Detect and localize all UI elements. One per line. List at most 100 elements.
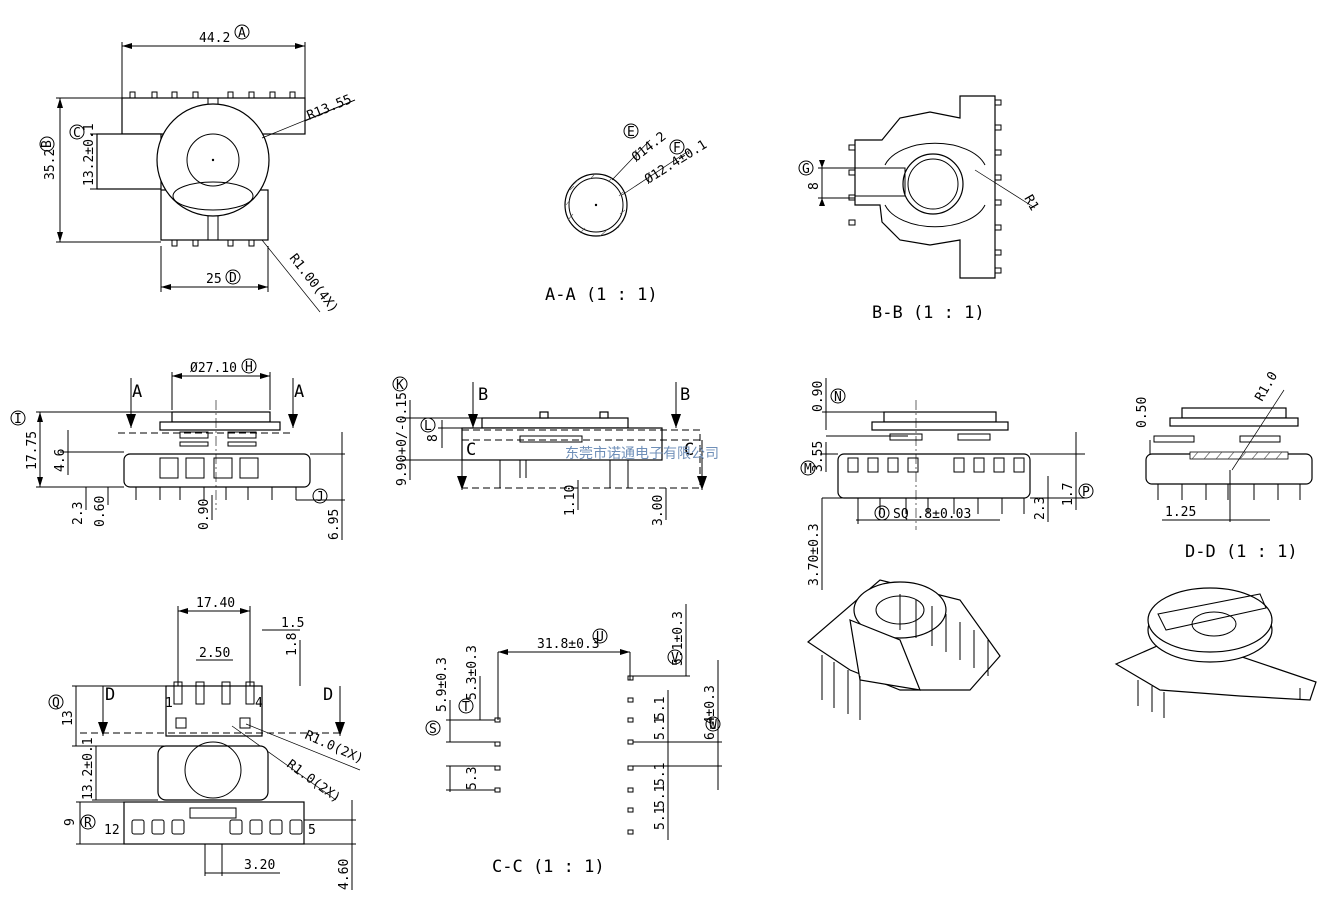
dim-1-5: 1.5 — [281, 616, 304, 631]
dim-31-8: 31.8±0.3 — [537, 637, 600, 652]
pitch-b: 5.1 — [653, 697, 668, 720]
radius-1-0-2x-b: R1.0(2X) — [284, 757, 343, 806]
svg-text:K: K — [396, 378, 404, 393]
dim-3-00: 3.00 — [651, 495, 666, 526]
pitch-a: 5.1 — [653, 717, 668, 740]
tube-inner — [568, 177, 624, 233]
side-view: B B C C 9.90+0/-0.15 K 8 L 1.10 3.00 — [392, 376, 707, 526]
section-d-d: R1.0 0.50 1.25 D-D (1 : 1) — [1135, 369, 1313, 562]
dim-13-2-top: 13.2±0.1 — [82, 123, 97, 186]
dim-13: 13 — [61, 710, 76, 726]
section-a-a: E Ø14.2 F Ø12.4±0.1 A-A (1 : 1) — [545, 123, 710, 305]
dim-8-side: 8 — [426, 434, 441, 442]
diameter-14-2: Ø14.2 — [629, 129, 669, 165]
company-watermark: 东莞市诺通电子有限公司 — [565, 445, 719, 462]
cut-b-left: B — [478, 385, 488, 405]
dim-phi-27-10: Ø27.10 — [190, 361, 237, 376]
section-c-c: 31.8±0.3 U 5.9±0.3 S 5.3±0.3 T 5.3 5.1±0… — [425, 604, 722, 877]
title-a-a: A-A (1 : 1) — [545, 285, 658, 305]
dim-5-1: 5.1±0.3 — [671, 611, 686, 666]
radius-1-00-4x: R1.00(4X) — [286, 251, 341, 316]
svg-text:F: F — [673, 141, 681, 156]
dim-1-7: 1.7 — [1061, 483, 1076, 506]
dim-9: 9 — [63, 818, 78, 826]
svg-text:H: H — [245, 360, 253, 375]
bottom-pins-row — [171, 239, 255, 247]
cut-d-left: D — [105, 685, 115, 705]
dim-9-90: 9.90+0/-0.15 — [395, 392, 410, 486]
pitch-d: 5.1 — [653, 785, 668, 808]
dim-4-60: 4.60 — [337, 859, 352, 890]
radius-1-0-dd: R1.0 — [1252, 369, 1281, 404]
dim-3-70: 3.70±0.3 — [807, 523, 822, 586]
balloon-a-letter: A — [238, 26, 246, 41]
svg-text:D: D — [229, 271, 237, 286]
svg-text:V: V — [671, 651, 679, 666]
dim-3-20: 3.20 — [244, 858, 275, 873]
svg-text:N: N — [834, 390, 842, 405]
svg-text:P: P — [1082, 485, 1090, 500]
cut-d-right: D — [323, 685, 333, 705]
cut-c-left: C — [466, 440, 476, 460]
title-b-b: B-B (1 : 1) — [872, 303, 985, 323]
dim-2-3-front: 2.3 — [71, 502, 86, 525]
svg-text:U: U — [596, 630, 604, 645]
dim-4-6: 4.6 — [53, 449, 68, 472]
title-c-c: C-C (1 : 1) — [492, 857, 605, 877]
bottom-view-pins — [131, 807, 303, 835]
svg-text:S: S — [429, 722, 437, 737]
pin-4-label: 4 — [255, 696, 263, 711]
cut-a-right: A — [294, 382, 304, 402]
radius-1-0-2x-a: R1.0(2X) — [302, 728, 365, 767]
svg-text:O: O — [878, 507, 886, 522]
front-pins — [135, 487, 297, 500]
cut-b-right: B — [680, 385, 690, 405]
svg-text:Q: Q — [52, 696, 60, 711]
pin-5-label: 5 — [308, 823, 316, 838]
pitch-c: 5.1 — [653, 763, 668, 786]
svg-text:E: E — [627, 125, 635, 140]
bottom-view: 17.40 1.5 2.50 1.8 D D 1 4 13 Q R1.0(2X)… — [48, 596, 366, 890]
dim-0-60: 0.60 — [93, 496, 108, 527]
side-pins — [499, 460, 629, 488]
radius-1: R1 — [1021, 193, 1042, 214]
svg-text:W: W — [709, 718, 717, 733]
svg-text:C: C — [73, 126, 81, 141]
dim-3-55: 3.55 — [811, 441, 826, 472]
dim-0-90-right: 0.90 — [811, 381, 826, 412]
top-view-bore — [186, 133, 240, 187]
svg-text:J: J — [316, 490, 324, 505]
dim-8-bb: 8 — [807, 182, 822, 190]
pin-1-label: 1 — [165, 696, 173, 711]
dim-17-40: 17.40 — [196, 596, 235, 611]
c-c-pin-pads — [494, 675, 634, 835]
dim-13-2-bottom: 13.2±0.1 — [81, 737, 96, 800]
d-d-pins — [1157, 484, 1301, 500]
dim-5-9: 5.9±0.3 — [435, 657, 450, 712]
top-view: 44.2 A R13.55 35.2 — [39, 24, 356, 316]
isometric-view-right — [1114, 587, 1317, 718]
dim-1-10: 1.10 — [563, 485, 578, 516]
dim-35-2: 35.2 — [43, 149, 58, 180]
svg-text:G: G — [802, 162, 810, 177]
balloon-a — [234, 24, 250, 40]
dim-5-3: 5.3 — [465, 767, 480, 790]
svg-text:L: L — [424, 419, 432, 434]
isometric-view-left — [807, 579, 1001, 720]
pitch-e: 5.1 — [653, 807, 668, 830]
front-view: A A Ø27.10 H 17.75 I 4.6 2.3 0.60 0.90 J — [10, 358, 345, 540]
square-pin-size: SQ .8±0.03 — [893, 507, 971, 522]
title-d-d: D-D (1 : 1) — [1185, 542, 1298, 562]
cut-a-left: A — [132, 382, 142, 402]
section-b-b: R1 8 G B-B (1 : 1) — [798, 95, 1042, 323]
svg-text:T: T — [462, 700, 470, 715]
dim-25: 25 — [206, 272, 222, 287]
svg-text:B: B — [40, 140, 55, 148]
radius-13-55: R13.55 — [305, 92, 354, 124]
pin-12-label: 12 — [104, 823, 120, 838]
right-front-view: 0.90 N 3.55 M 3.70±0.3 O SQ .8±0.03 2.3 … — [800, 378, 1094, 590]
dim-0-90-front: 0.90 — [197, 499, 212, 530]
dim-1-25: 1.25 — [1165, 505, 1196, 520]
dim-0-50: 0.50 — [1135, 397, 1150, 428]
